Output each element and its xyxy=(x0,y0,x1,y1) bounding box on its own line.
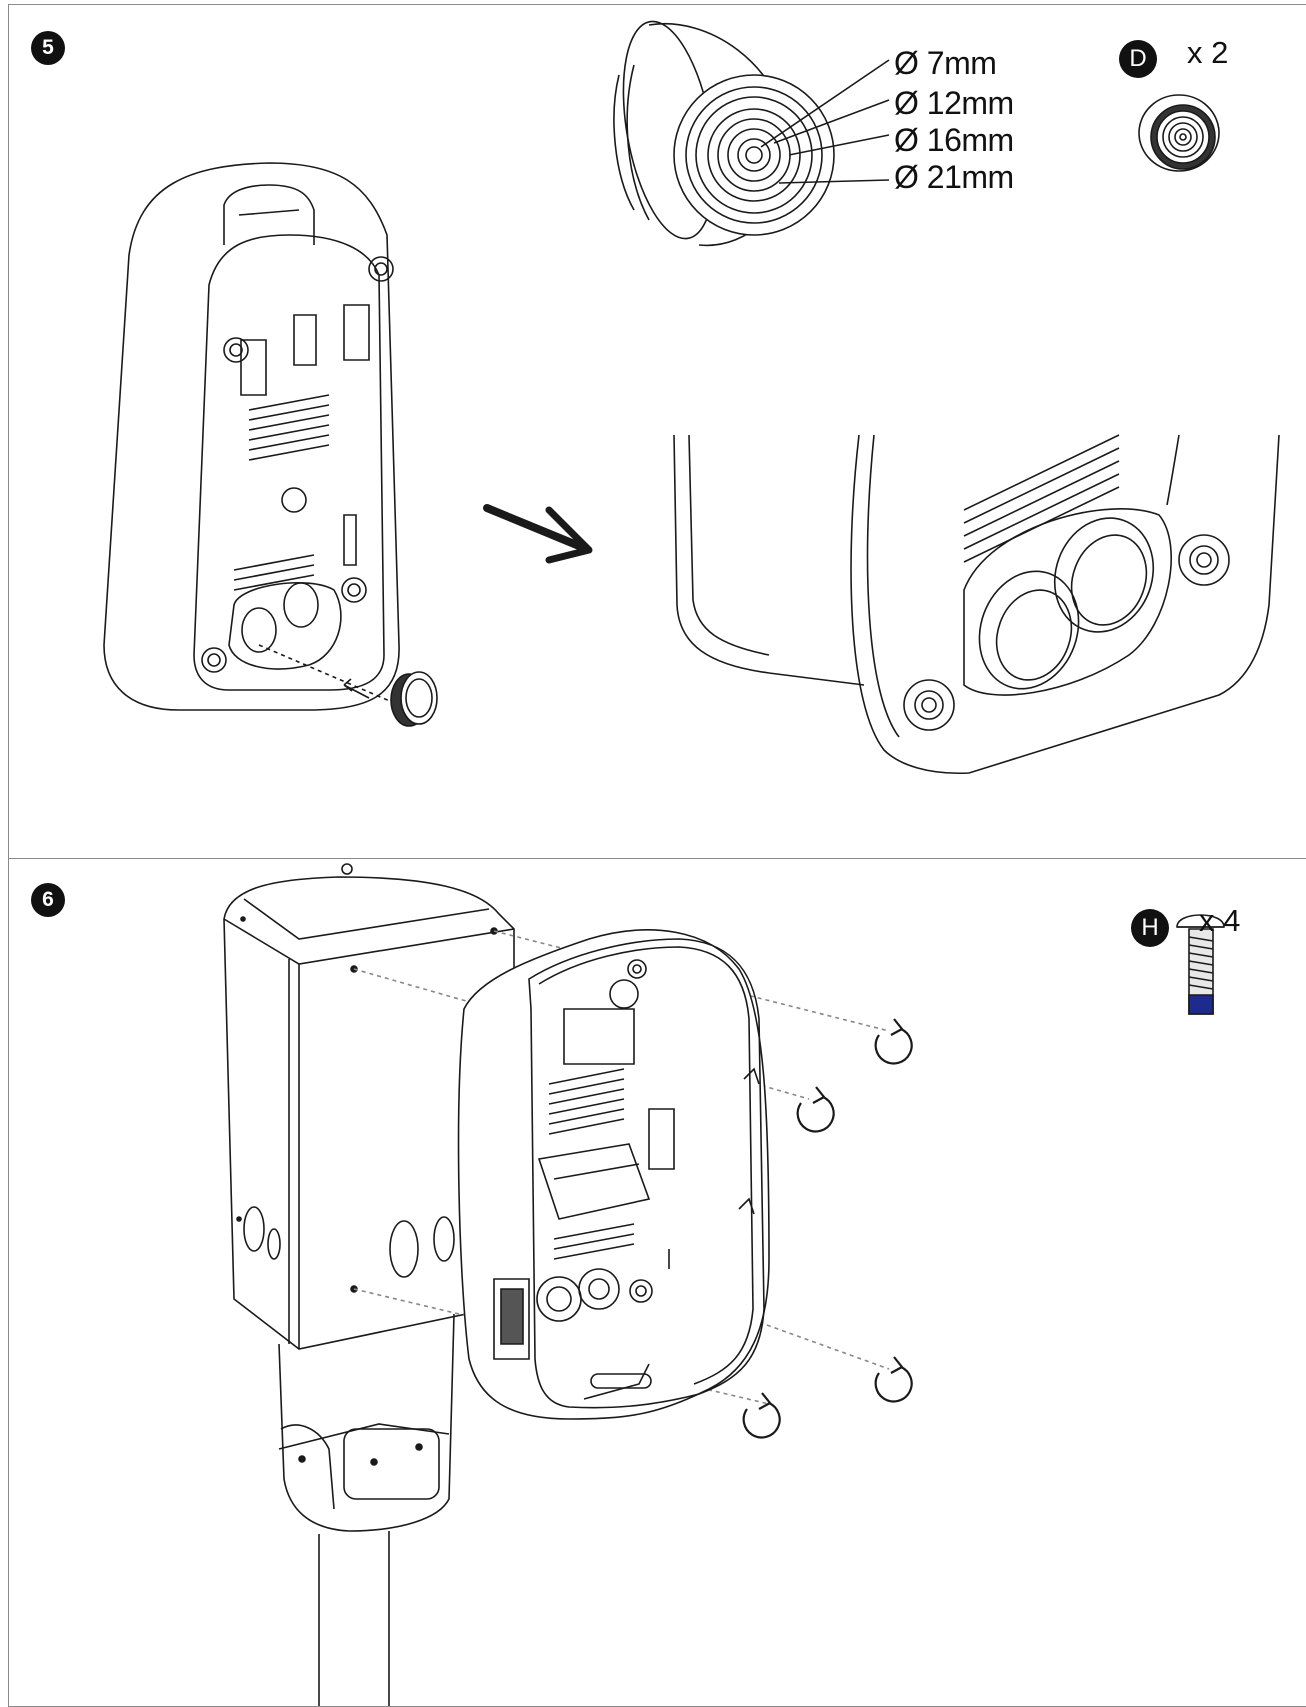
step-6-number: 6 xyxy=(31,883,65,917)
part-d-badge: D xyxy=(1119,40,1157,78)
grommet-icon xyxy=(609,14,889,245)
part-h-quantity: x 4 xyxy=(1199,903,1241,938)
step-5-panel: 5 xyxy=(8,4,1306,860)
step-6-panel: 6 xyxy=(8,858,1306,1707)
part-h-badge: H xyxy=(1131,909,1169,947)
arrow-right-icon xyxy=(487,508,589,560)
zoom-detail-icon xyxy=(674,435,1279,773)
dimension-12mm: Ø 12mm xyxy=(894,85,1014,121)
rotate-cw-icon xyxy=(744,1019,912,1437)
screw-icon xyxy=(1177,915,1224,1014)
post-icon xyxy=(224,864,514,1707)
step-5-number: 5 xyxy=(31,31,65,65)
dimension-21mm: Ø 21mm xyxy=(894,159,1014,195)
enclosure-front-icon xyxy=(459,930,769,1419)
dimension-16mm: Ø 16mm xyxy=(894,122,1014,158)
grommet-d-icon xyxy=(1139,95,1219,171)
enclosure-back-icon xyxy=(104,163,437,726)
dimension-7mm: Ø 7mm xyxy=(894,45,997,81)
part-d-quantity: x 2 xyxy=(1187,35,1229,70)
